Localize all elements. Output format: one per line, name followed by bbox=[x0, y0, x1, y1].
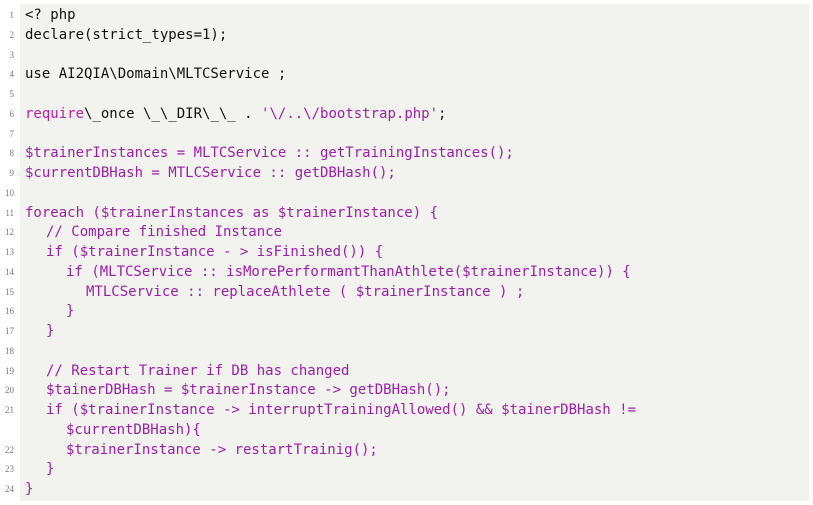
code-line: 6 require\_once \_\_DIR\_\_ . '\/..\/boot… bbox=[0, 105, 813, 125]
line-number: 17 bbox=[5, 326, 14, 336]
line-number: 8 bbox=[9, 148, 15, 159]
code-token: $trainerInstance -> restartTrainig(); bbox=[66, 441, 378, 458]
code-text: } bbox=[46, 460, 54, 480]
code-token: foreach ($trainerInstances as $trainerIn… bbox=[25, 204, 439, 221]
code-line: 23} bbox=[0, 460, 813, 480]
code-token: // Restart Trainer if DB has changed bbox=[46, 362, 350, 379]
code-line: 12 // Compare finished Instance bbox=[0, 223, 813, 243]
code-token: use AI2QIA\Domain\MLTCService ; bbox=[25, 66, 287, 83]
code-line: 10 bbox=[0, 184, 813, 204]
line-number: 14 bbox=[5, 266, 14, 277]
line-number: 21 bbox=[5, 405, 14, 415]
code-text: $trainerInstances = MLTCService :: getTr… bbox=[25, 144, 514, 164]
code-text: } bbox=[46, 322, 54, 342]
code-text: if (MLTCService :: isMorePerformantThanA… bbox=[66, 263, 631, 283]
code-text: if ($trainerInstance -> interruptTrainin… bbox=[46, 401, 636, 421]
line-number: 23 bbox=[5, 464, 14, 475]
line-number: 11 bbox=[5, 207, 14, 218]
code-text: MTLCService :: replaceAthlete ( $trainer… bbox=[86, 283, 524, 303]
line-number: 24 bbox=[5, 484, 14, 494]
line-number: 10 bbox=[5, 187, 14, 198]
code-token: $trainerInstances = MLTCService :: getTr… bbox=[25, 145, 514, 162]
code-token: if ($trainerInstance -> interruptTrainin… bbox=[46, 402, 637, 418]
code-text: require\_once \_\_DIR\_\_ . '\/..\/boots… bbox=[25, 105, 446, 125]
line-number: 18 bbox=[5, 345, 14, 356]
code-token: if (MLTCService :: isMorePerformantThanA… bbox=[66, 263, 631, 280]
code-line: 24} bbox=[0, 480, 813, 500]
code-text: $tainerDBHash = $trainerInstance -> getD… bbox=[46, 381, 451, 401]
line-number: 15 bbox=[5, 286, 14, 297]
code-token: '\/..\/bootstrap.php' bbox=[261, 105, 439, 122]
code-token: declare(strict_types=1); bbox=[25, 26, 228, 43]
line-number: 19 bbox=[5, 365, 14, 376]
code-token: } bbox=[66, 303, 75, 320]
code-line: $currentDBHash){ bbox=[0, 421, 813, 441]
code-text: foreach ($trainerInstances as $trainerIn… bbox=[25, 204, 438, 224]
code-line: 2 declare(strict_types=1); bbox=[0, 26, 813, 46]
code-token: $tainerDBHash = $trainerInstance -> getD… bbox=[46, 382, 451, 399]
code-line: 20 $tainerDBHash = $trainerInstance -> ge… bbox=[0, 381, 813, 401]
code-listing: 1 <? php 2 declare(strict_types=1); 3 4 use AI… bbox=[0, 6, 813, 500]
code-line: 14 if (MLTCService :: isMorePerformantTha… bbox=[0, 263, 813, 283]
line-number: 16 bbox=[5, 306, 14, 317]
line-number: 13 bbox=[5, 247, 14, 257]
code-line: 11 foreach ($trainerInstances as $trainer… bbox=[0, 204, 813, 224]
line-number: 9 bbox=[9, 168, 15, 178]
code-token: } bbox=[46, 461, 55, 478]
code-line: 5 bbox=[0, 85, 813, 105]
code-text: use AI2QIA\Domain\MLTCService ; bbox=[25, 65, 286, 85]
code-token: \_once \_\_DIR\_\_ . bbox=[84, 105, 262, 122]
code-line: 3 bbox=[0, 46, 813, 66]
code-text: // Restart Trainer if DB has changed bbox=[46, 362, 349, 382]
code-line: 7 bbox=[0, 125, 813, 145]
code-line: 4 use AI2QIA\Domain\MLTCService ; bbox=[0, 65, 813, 85]
line-number: 3 bbox=[9, 49, 15, 60]
code-text: <? php bbox=[25, 6, 76, 26]
code-token: if ($trainerInstance - > isFinished()) { bbox=[46, 244, 384, 260]
line-number: 1 bbox=[9, 10, 15, 20]
line-number: 20 bbox=[5, 385, 14, 396]
code-text: declare(strict_types=1); bbox=[25, 26, 227, 46]
code-token: } bbox=[46, 323, 55, 339]
code-token: require bbox=[25, 105, 85, 122]
code-line: 15 MTLCService :: replaceAthlete ( $train… bbox=[0, 283, 813, 303]
code-text: // Compare finished Instance bbox=[46, 223, 282, 243]
line-number: 6 bbox=[9, 108, 15, 119]
line-number: 12 bbox=[5, 227, 14, 238]
code-text: } bbox=[66, 302, 74, 322]
line-number: 22 bbox=[5, 444, 14, 455]
code-token: // Compare finished Instance bbox=[46, 224, 283, 241]
line-number: 2 bbox=[9, 29, 15, 40]
code-line: 22 $trainerInstance -> restartTrainig(); bbox=[0, 441, 813, 461]
code-line: 13 if ($trainerInstance - > isFinished())… bbox=[0, 243, 813, 263]
code-line: 21 if ($trainerInstance -> interruptTrain… bbox=[0, 401, 813, 421]
code-token: $currentDBHash = MTLCService :: getDBHas… bbox=[25, 165, 396, 181]
line-number: 7 bbox=[9, 128, 15, 139]
code-text: if ($trainerInstance - > isFinished()) { bbox=[46, 243, 383, 263]
code-token: MTLCService :: replaceAthlete ( $trainer… bbox=[86, 283, 525, 300]
code-text: $currentDBHash){ bbox=[66, 421, 201, 441]
code-token: ; bbox=[438, 105, 447, 122]
code-text: $trainerInstance -> restartTrainig(); bbox=[66, 441, 378, 461]
code-line: 19 // Restart Trainer if DB has changed bbox=[0, 362, 813, 382]
code-line: 17} bbox=[0, 322, 813, 342]
line-number: 5 bbox=[9, 89, 15, 99]
code-text: } bbox=[25, 480, 33, 500]
code-token: <? php bbox=[25, 7, 76, 23]
code-text: $currentDBHash = MTLCService :: getDBHas… bbox=[25, 164, 396, 184]
line-number: 4 bbox=[9, 69, 15, 80]
code-listing-background bbox=[20, 4, 809, 501]
code-line: 1 <? php bbox=[0, 6, 813, 26]
code-token: $currentDBHash){ bbox=[66, 421, 201, 438]
code-token: } bbox=[25, 481, 34, 497]
code-line: 9 $currentDBHash = MTLCService :: getDBHa… bbox=[0, 164, 813, 184]
code-line: 8 $trainerInstances = MLTCService :: getT… bbox=[0, 144, 813, 164]
code-line: 16} bbox=[0, 302, 813, 322]
code-line: 18 bbox=[0, 342, 813, 362]
